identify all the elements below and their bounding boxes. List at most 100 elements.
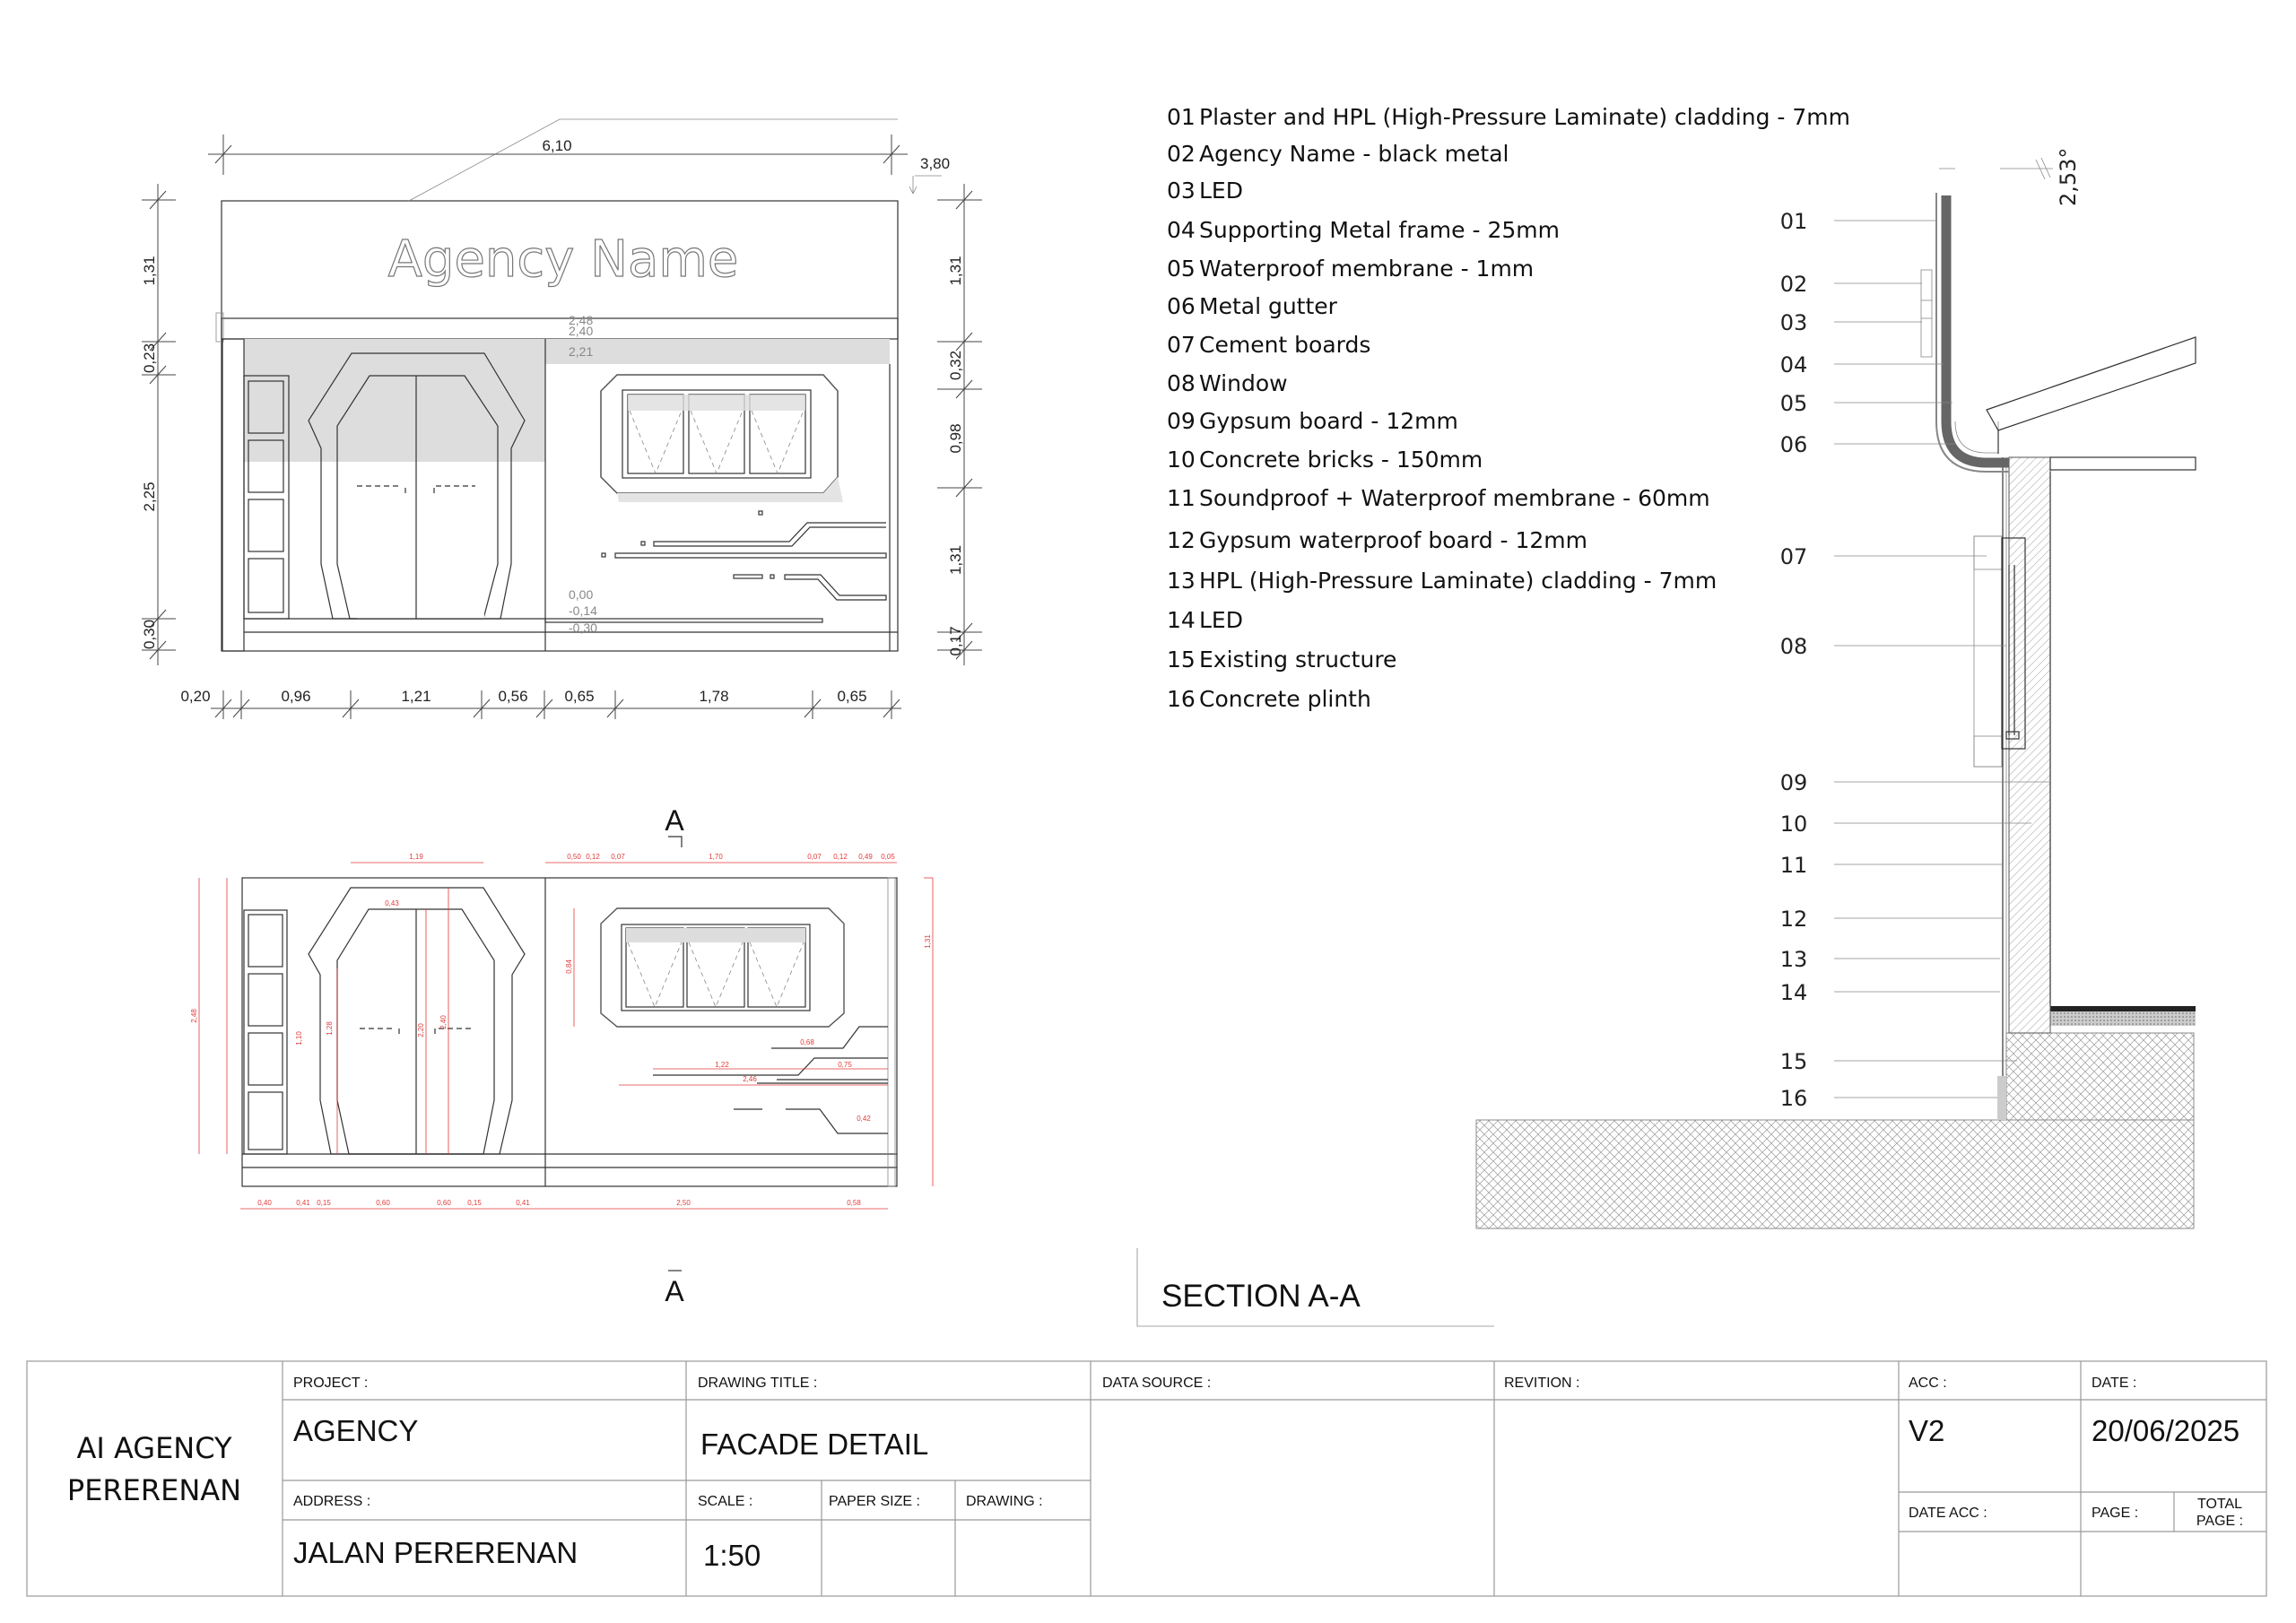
section-callout: 07 <box>1780 544 1987 569</box>
legend-item-text: Concrete bricks - 150mm <box>1199 447 1483 473</box>
dim-label: 1,10 <box>295 1031 303 1046</box>
legend-item-text: LED <box>1199 607 1243 633</box>
dim-label: 2,25 <box>141 482 158 511</box>
dim-label: 0,84 <box>565 959 573 974</box>
callout-number: 03 <box>1780 310 1808 335</box>
level-label: 0,00 <box>569 587 593 602</box>
dim-label: 2,46 <box>743 1075 757 1083</box>
dimensioned-elevation: A A <box>190 804 934 1307</box>
dim-label: 1,31 <box>947 545 964 575</box>
address-label: ADDRESS : <box>293 1494 370 1509</box>
material-legend: 01 Plaster and HPL (High-Pressure Laminat… <box>1167 104 1850 712</box>
dim-label: 0,49 <box>858 853 873 861</box>
legend-item-number: 02 <box>1167 141 1196 167</box>
dim-label: 0,98 <box>947 423 964 453</box>
dim-label: 0,65 <box>837 688 866 705</box>
dimension-left: 1,310,232,250,30 <box>141 184 176 665</box>
callout-number: 11 <box>1780 853 1808 878</box>
legend-item-number: 06 <box>1167 293 1196 319</box>
dim-label: 0,50 <box>567 853 581 861</box>
section-callout: 11 <box>1780 853 2003 878</box>
legend-item-text: Waterproof membrane - 1mm <box>1199 256 1534 282</box>
dim-label: 0,15 <box>467 1199 482 1207</box>
dim-label: 1,31 <box>947 256 964 285</box>
callout-number: 07 <box>1780 544 1808 569</box>
callout-number: 01 <box>1780 209 1808 234</box>
dim-label: 2,48 <box>190 1009 198 1023</box>
callout-number: 16 <box>1780 1086 1808 1111</box>
dim-label: 2,50 <box>676 1199 691 1207</box>
legend-item-number: 04 <box>1167 217 1196 243</box>
drawing-title-value: FACADE DETAIL <box>700 1428 928 1461</box>
legend-item-text: LED <box>1199 178 1243 204</box>
date-label: DATE : <box>2092 1376 2136 1391</box>
page-label: PAGE : <box>2092 1506 2138 1521</box>
dim-label: 0,60 <box>437 1199 451 1207</box>
callout-number: 10 <box>1780 812 1808 837</box>
dim-label: 2,20 <box>417 1023 425 1037</box>
dim-label: 0,12 <box>833 853 848 861</box>
dim-label: 0,15 <box>317 1199 331 1207</box>
section-callout: 14 <box>1780 980 2000 1005</box>
acc-label: ACC : <box>1909 1376 1947 1391</box>
legend-item-text: Existing structure <box>1199 647 1396 673</box>
level-label: -0,14 <box>569 603 597 618</box>
dimension-top: 6,10 3,80 <box>208 135 950 195</box>
dim-label: 2,40 <box>439 1015 448 1029</box>
total-page-label: PAGE : <box>2196 1514 2243 1529</box>
dim-label: 1,28 <box>326 1021 334 1036</box>
legend-item-number: 16 <box>1167 686 1196 712</box>
legend-item-number: 15 <box>1167 647 1196 673</box>
dim-label: 0,30 <box>141 620 158 649</box>
project-value: AGENCY <box>293 1414 418 1447</box>
callout-number: 02 <box>1780 272 1808 297</box>
legend-item-text: HPL (High-Pressure Laminate) cladding - … <box>1199 568 1717 594</box>
dim-label: 1,31 <box>924 934 932 949</box>
legend-item-number: 08 <box>1167 370 1196 396</box>
dim-label: 1,70 <box>709 853 723 861</box>
paper-size-label: PAPER SIZE : <box>829 1494 920 1509</box>
data-source-label: DATA SOURCE : <box>1102 1376 1211 1391</box>
dim-label: 0,68 <box>800 1038 814 1046</box>
legend-item-text: Window <box>1199 370 1288 396</box>
section-callout: 04 <box>1780 352 1944 378</box>
roof-angle-label: 2,53° <box>2056 148 2081 206</box>
dim-label: 0,75 <box>838 1061 852 1069</box>
agency-name-sign: Agency Name <box>388 230 739 289</box>
level-label: 2,40 <box>569 324 593 338</box>
section-callout: 13 <box>1780 947 2000 972</box>
dim-label: 1,31 <box>141 256 158 285</box>
callout-number: 08 <box>1780 634 1808 659</box>
section-callout: 05 <box>1780 391 1952 416</box>
legend-item-text: Plaster and HPL (High-Pressure Laminate)… <box>1199 104 1850 130</box>
dim-label: 0,58 <box>847 1199 861 1207</box>
section-title: SECTION A-A <box>1161 1279 1361 1314</box>
section-callout: 08 <box>1780 634 2006 659</box>
legend-item-text: Gypsum board - 12mm <box>1199 408 1458 434</box>
section-callout: 10 <box>1780 812 2031 837</box>
level-label: -0,30 <box>569 621 597 635</box>
address-value: JALAN PERERENAN <box>293 1536 578 1569</box>
roof-level-label: 3,80 <box>920 155 950 172</box>
callout-number: 09 <box>1780 770 1808 795</box>
section-callout: 06 <box>1780 432 1955 457</box>
level-label: 2,48 <box>569 313 593 327</box>
date-acc-label: DATE ACC : <box>1909 1506 1987 1521</box>
legend-item-number: 13 <box>1167 568 1196 594</box>
level-label: 2,21 <box>569 344 593 359</box>
legend-item-text: Cement boards <box>1199 332 1370 358</box>
led-strips <box>601 510 887 601</box>
